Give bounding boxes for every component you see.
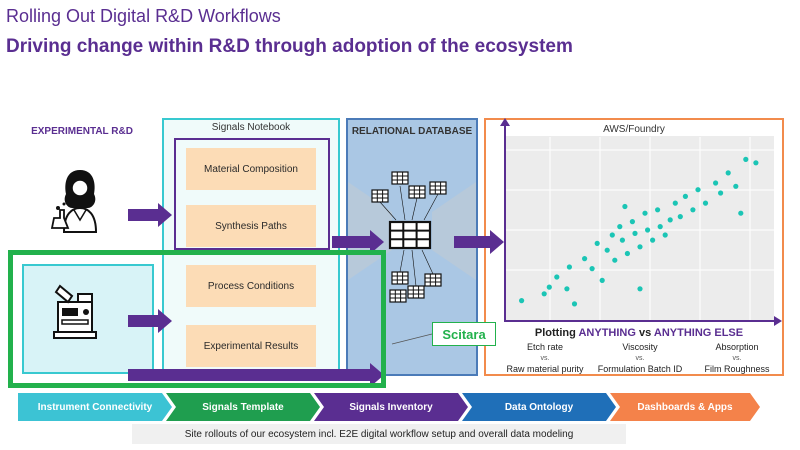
- scatter-point: [622, 203, 628, 210]
- scatter-point: [619, 237, 626, 243]
- pair-vs: vs.: [635, 355, 645, 362]
- scatter-point: [677, 214, 683, 220]
- scatter-point: [594, 240, 600, 246]
- page-title: Rolling Out Digital R&D Workflows: [6, 6, 281, 26]
- stage-signals-template: Signals Template: [166, 393, 320, 421]
- plot-caption: Plotting ANYTHING vs ANYTHING ELSE: [504, 327, 774, 339]
- caption-emph-2: ANYTHING ELSE: [653, 327, 744, 339]
- scatter-point: [682, 193, 689, 199]
- table-grid-icon: [371, 171, 447, 303]
- caption-emph-1: ANYTHING: [578, 327, 636, 339]
- rollout-stages: Instrument Connectivity Signals Template…: [18, 393, 778, 421]
- pair-top: Etch rate: [526, 342, 564, 352]
- scatter-point: [617, 224, 623, 230]
- scatter-point: [624, 250, 631, 257]
- scatter-point: [604, 247, 610, 253]
- scatter-point: [637, 286, 643, 292]
- lab-instrument-icon: [53, 284, 97, 339]
- scatter-point: [554, 274, 560, 280]
- scatter-point: [599, 277, 605, 283]
- scatter-point: [655, 207, 661, 213]
- pair-vs: vs.: [540, 355, 550, 362]
- stage-dashboards-apps: Dashboards & Apps: [610, 393, 760, 421]
- caption-mid: vs: [635, 327, 654, 339]
- scatter-point: [589, 266, 595, 272]
- scatter-point: [713, 180, 719, 186]
- scatter-point: [672, 200, 678, 206]
- experimental-rd-label: EXPERIMENTAL R&D: [31, 126, 133, 137]
- scatter-point: [629, 219, 636, 225]
- scatter-point: [690, 207, 696, 213]
- arrow-notebook-to-db: [332, 230, 384, 254]
- scatter-point: [642, 210, 648, 216]
- scatter-point: [582, 256, 588, 262]
- scatter-point: [571, 301, 578, 307]
- item-synthesis-paths: Synthesis Paths: [186, 205, 316, 247]
- arrow-scientist-to-notebook: [128, 203, 172, 227]
- scatter-point: [725, 170, 731, 176]
- scitara-connector: [391, 333, 433, 345]
- arrow-db-to-aws: [454, 230, 504, 254]
- item-material-composition: Material Composition: [186, 148, 316, 190]
- scatter-point: [662, 232, 668, 238]
- footer-note: Site rollouts of our ecosystem incl. E2E…: [132, 424, 626, 444]
- scatter-point: [738, 210, 744, 216]
- scatter-point: [657, 224, 663, 230]
- pair-absorption: Absorption vs. Film Roughness: [692, 342, 782, 375]
- scatter-point: [650, 237, 656, 243]
- plot-gridlines: [506, 137, 774, 320]
- scatter-point: [519, 298, 525, 304]
- arrow-instrument-to-notebook: [128, 309, 172, 333]
- item-process-conditions: Process Conditions: [186, 265, 316, 307]
- flow-arrows: [128, 203, 504, 387]
- scatter-point: [645, 227, 651, 233]
- scatter-point: [564, 286, 570, 292]
- scatter-point: [702, 200, 709, 206]
- scatter-point: [733, 183, 739, 189]
- scatter-point: [541, 291, 547, 297]
- db-funnel-right: [432, 182, 476, 280]
- item-experimental-results: Experimental Results: [186, 325, 316, 367]
- pair-top: Viscosity: [622, 342, 658, 352]
- relational-database-title: RELATIONAL DATABASE: [351, 126, 473, 137]
- scatter-point: [546, 284, 552, 290]
- pair-viscosity: Viscosity vs. Formulation Batch ID: [590, 342, 690, 375]
- scatter-point: [753, 160, 759, 166]
- scatter-points: [519, 156, 759, 307]
- plot-axes: [500, 118, 782, 326]
- caption-prefix: Plotting: [534, 327, 579, 339]
- pair-bottom: Film Roughness: [704, 364, 770, 374]
- scatter-point: [609, 232, 615, 238]
- pair-bottom: Formulation Batch ID: [597, 364, 683, 374]
- scatter-point: [667, 217, 673, 223]
- scatter-point: [718, 190, 724, 196]
- notebook-upper-frame: [174, 138, 330, 250]
- scatter-point: [743, 156, 749, 162]
- scatter-point: [632, 230, 638, 236]
- pair-bottom: Raw material purity: [506, 364, 584, 374]
- pair-etch-rate: Etch rate vs. Raw material purity: [500, 342, 590, 375]
- scientist-icon: [50, 170, 98, 233]
- stage-data-ontology: Data Ontology: [462, 393, 616, 421]
- scitara-badge: Scitara: [432, 322, 496, 346]
- scatter-point: [612, 257, 618, 263]
- signals-notebook-title: Signals Notebook: [211, 122, 291, 133]
- aws-foundry-title: AWS/Foundry: [603, 124, 665, 135]
- scatter-point: [695, 187, 701, 193]
- scitara-scope-frame: [8, 250, 386, 388]
- page-subtitle: Driving change within R&D through adopti…: [6, 36, 573, 57]
- stage-instrument-connectivity: Instrument Connectivity: [18, 393, 172, 421]
- pair-top: Absorption: [715, 342, 759, 352]
- arrow-results-to-db: [128, 363, 384, 387]
- scatter-point: [566, 264, 573, 270]
- scatter-point: [637, 244, 643, 250]
- stage-signals-inventory: Signals Inventory: [314, 393, 468, 421]
- pair-vs: vs.: [732, 355, 742, 362]
